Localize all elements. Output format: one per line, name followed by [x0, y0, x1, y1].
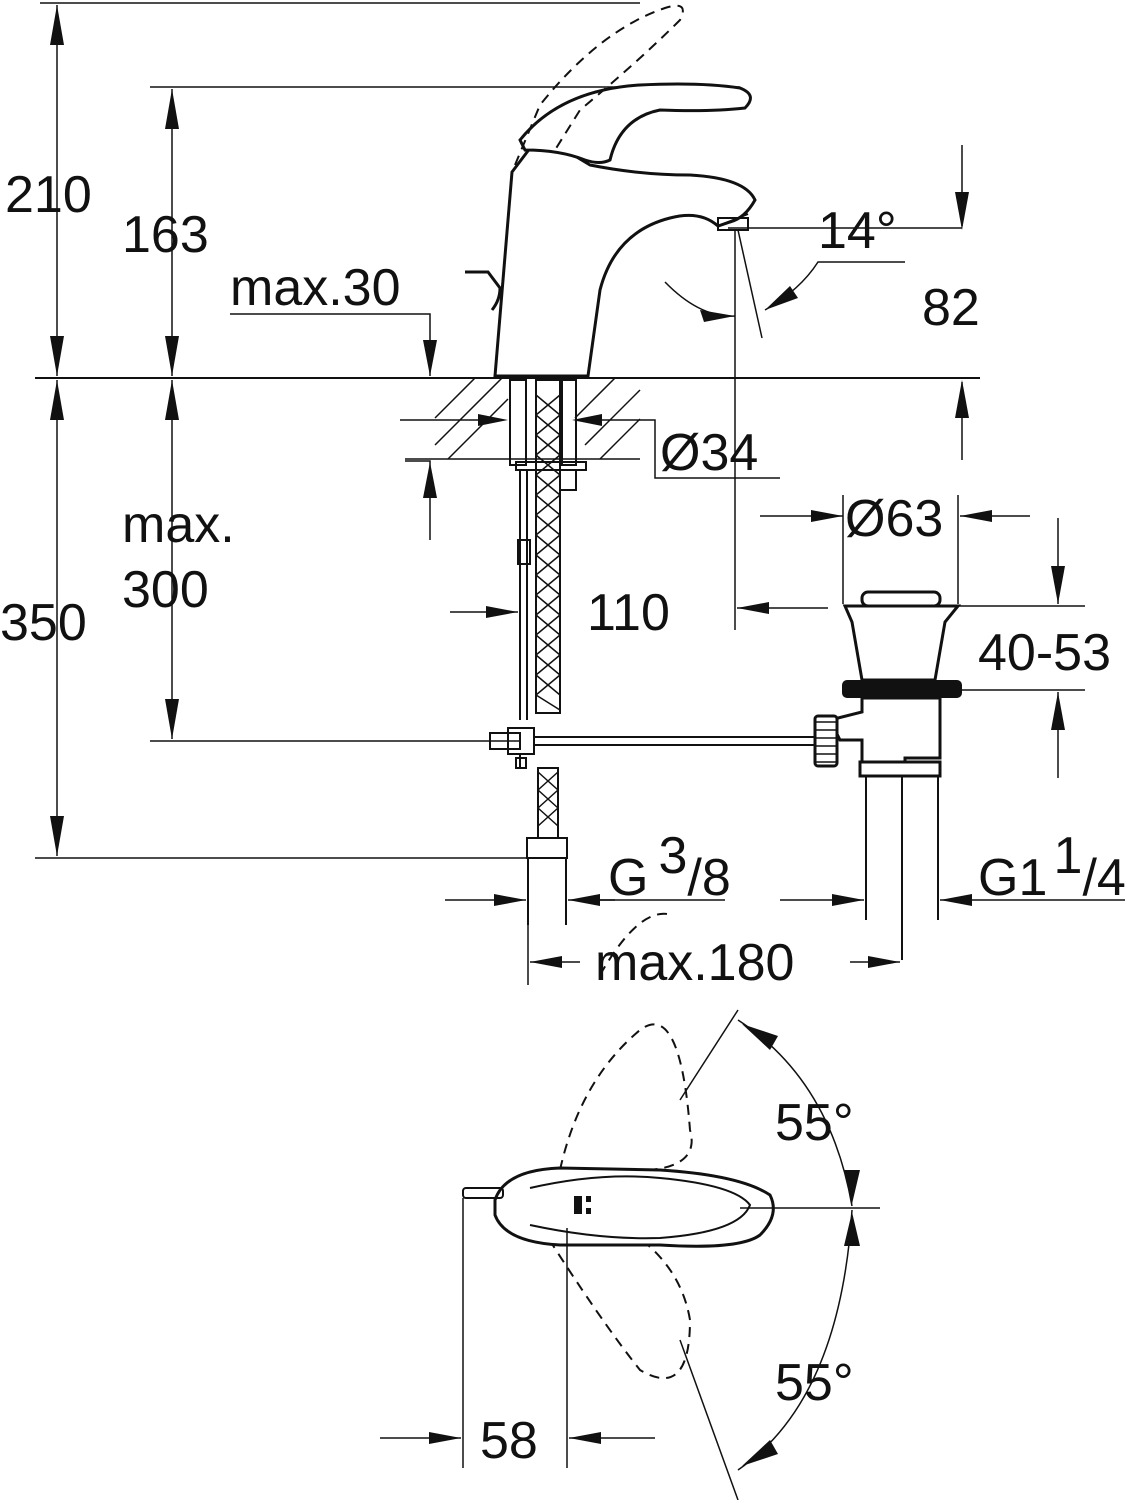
- faucet-body: [465, 4, 757, 378]
- label-total-height: 210: [5, 166, 92, 224]
- drain-assembly: [813, 590, 962, 960]
- label-drain-diameter: Ø63: [845, 490, 943, 548]
- label-outlet-height: 82: [922, 279, 980, 337]
- dim-g-1-1-4: [780, 894, 1125, 906]
- label-spout-reach: 110: [587, 584, 670, 642]
- dim-angle-14: [664, 145, 969, 630]
- dim-max-30: [230, 313, 437, 540]
- dim-163: [165, 89, 179, 376]
- deck-section: [400, 377, 780, 479]
- dim-110: [450, 602, 828, 618]
- dim-g-3-8: [445, 894, 725, 906]
- dim-210: [50, 5, 64, 376]
- label-deck-thickness: max.30: [230, 259, 401, 317]
- label-drain-range: 40-53: [978, 624, 1111, 682]
- dim-40-53: [958, 518, 1085, 778]
- label-lever-swing-bottom: 55°: [775, 1354, 854, 1412]
- label-lever-swing-top: 55°: [775, 1094, 854, 1152]
- dim-drain-diameter: [760, 495, 1030, 604]
- label-under-deck-height: 350: [0, 594, 87, 652]
- label-drain-offset: max.180: [595, 934, 794, 992]
- label-hose-max: max.: [122, 496, 235, 554]
- label-spout-angle: 14°: [818, 202, 897, 260]
- label-hose-length: 300: [122, 561, 209, 619]
- dim-max-180: [527, 925, 900, 985]
- label-spout-height: 163: [122, 206, 209, 264]
- supply-assembly: [489, 379, 815, 925]
- dim-angle-55: [679, 1009, 880, 1500]
- side-view: [35, 2, 1125, 985]
- dim-58: [380, 1198, 655, 1468]
- label-lever-offset: 58: [480, 1412, 538, 1470]
- dim-350: [50, 380, 64, 856]
- dim-max-300: [165, 380, 179, 739]
- label-mounting-hole: Ø34: [660, 424, 758, 482]
- top-view: [380, 912, 880, 1500]
